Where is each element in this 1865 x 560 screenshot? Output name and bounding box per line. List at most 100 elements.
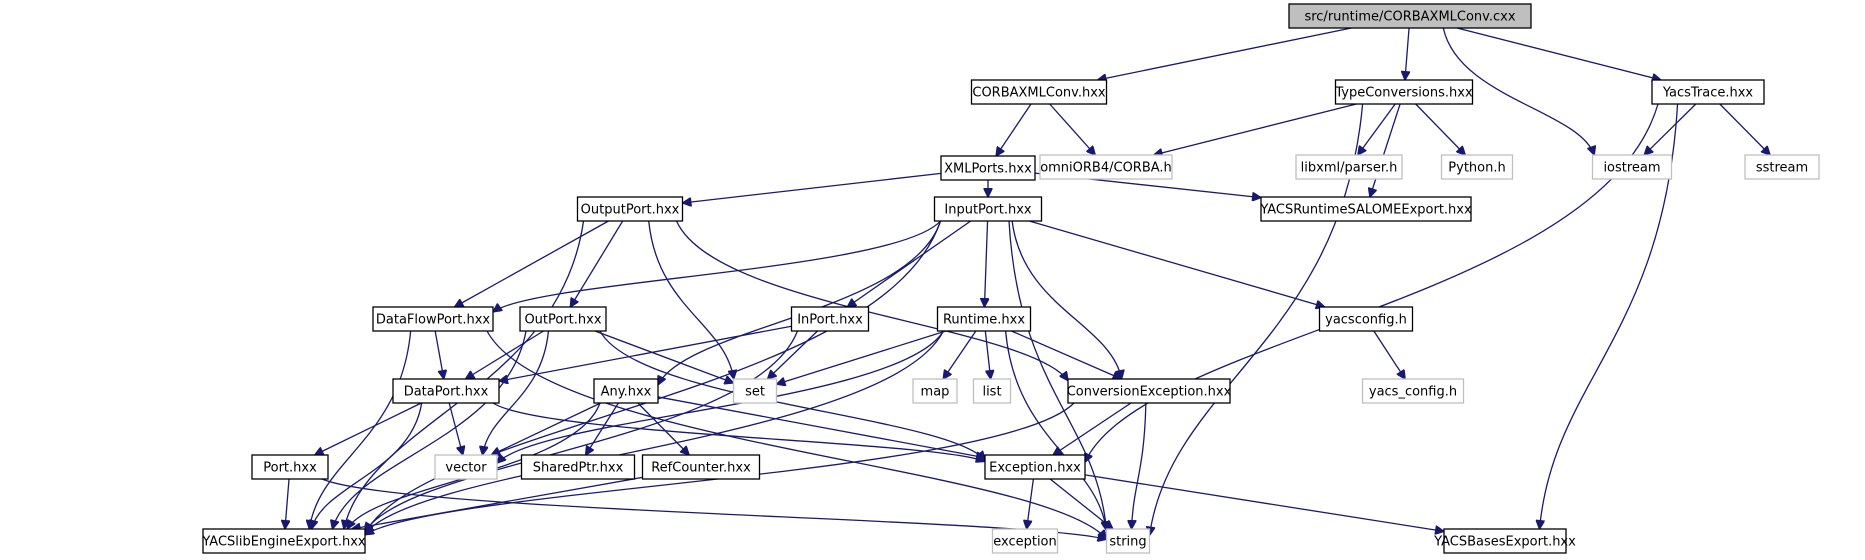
edge-runtime-to-list [984,330,990,379]
edge-exception-hxx-to-string [1049,478,1113,529]
node-label: YACSlibEngineExport.hxx [201,535,366,550]
node-label: YACSBasesExport.hxx [1433,535,1576,550]
node-box [1334,79,1474,105]
node-root[interactable]: src/runtime/CORBAXMLConv.cxx [1288,3,1532,29]
node-label: set [745,385,765,400]
node-label: yacs_config.h [1369,385,1457,400]
node-label: list [982,385,1001,400]
node-box [641,454,761,480]
node-label: RefCounter.hxx [651,461,751,476]
edge-runtime-to-map [943,330,977,379]
edge-outputport-to-yacslibengine [344,220,585,529]
edge-yacstrace-to-sstream [1719,103,1770,155]
node-label: string [1109,535,1146,550]
node-yacs-config: yacs_config.h [1361,378,1465,404]
node-label: YACSRuntimeSALOMEExport.hxx [1259,203,1472,218]
node-yacsbases[interactable]: YACSBasesExport.hxx [1433,528,1576,554]
edge-dataflowport-to-string [486,330,1107,539]
node-omniorb: omniORB4/CORBA.h [1039,154,1173,180]
node-label: Any.hxx [601,385,652,400]
node-box [202,528,366,554]
node-box [434,454,498,480]
node-label: src/runtime/CORBAXMLConv.cxx [1304,10,1515,25]
node-port[interactable]: Port.hxx [251,454,329,480]
node-dataflowport[interactable]: DataFlowPort.hxx [372,306,494,332]
edge-outputport-to-dataflowport [454,220,609,307]
edge-port-to-yacslibengine [285,478,289,529]
node-sharedptr[interactable]: SharedPtr.hxx [520,454,636,480]
node-inport[interactable]: InPort.hxx [790,306,870,332]
node-box [984,454,1086,480]
edge-yacsconfig-to-yacs-config [1373,330,1405,379]
edge-dataflowport-to-dataport [434,330,444,379]
edge-typeconversions-to-yacsruntimesalome [1370,103,1401,197]
node-box [1295,154,1403,180]
node-map: map [912,378,958,404]
edge-inport-to-set [768,330,818,379]
edge-typeconversions-to-python [1415,103,1466,155]
node-label: YacsTrace.hxx [1662,86,1754,101]
node-outport[interactable]: OutPort.hxx [519,306,607,332]
node-label: Python.h [1448,161,1505,176]
node-set: set [732,378,778,404]
node-label: map [921,385,950,400]
node-exception-hxx[interactable]: Exception.hxx [984,454,1086,480]
node-dataport[interactable]: DataPort.hxx [392,378,500,404]
node-outputport[interactable]: OutputPort.hxx [576,196,684,222]
node-box [912,378,958,404]
edge-root-to-yacstrace [1456,27,1661,80]
node-refcounter[interactable]: RefCounter.hxx [641,454,761,480]
node-inputport[interactable]: InputPort.hxx [933,196,1043,222]
node-box [1067,378,1231,404]
node-yacsruntimesalome[interactable]: YACSRuntimeSALOMEExport.hxx [1259,196,1472,222]
node-box [1651,79,1765,105]
node-runtime[interactable]: Runtime.hxx [936,306,1032,332]
node-corbaxmlconv-hxx[interactable]: CORBAXMLConv.hxx [970,79,1108,105]
edge-dataport-to-vector [448,402,463,455]
node-box [593,378,659,404]
node-yacslibengine[interactable]: YACSlibEngineExport.hxx [201,528,366,554]
edge-inputport-to-inport [847,220,972,307]
node-label: omniORB4/CORBA.h [1040,161,1172,176]
node-iostream: iostream [1591,154,1673,180]
node-label: CORBAXMLConv.hxx [972,86,1106,101]
node-label: sstream [1756,161,1808,176]
node-box [991,528,1059,554]
edge-inputport-to-string [1008,220,1107,530]
node-box [970,79,1108,105]
edge-inport-to-yacslibengine [365,330,799,532]
node-box [1744,154,1820,180]
node-label: OutPort.hxx [524,313,601,328]
node-label: OutputPort.hxx [581,203,680,218]
node-yacstrace[interactable]: YacsTrace.hxx [1651,79,1765,105]
node-box [251,454,329,480]
node-sstream: sstream [1744,154,1820,180]
node-box [1260,196,1472,222]
edge-outport-to-vector [482,330,550,455]
node-box [1591,154,1673,180]
node-conversionexception[interactable]: ConversionException.hxx [1067,378,1232,404]
node-box [972,378,1012,404]
node-box [1288,3,1532,29]
node-label: Port.hxx [263,461,317,476]
edge-outport-to-dataport [466,330,544,379]
node-xmlports[interactable]: XMLPorts.hxx [940,155,1036,181]
edge-refcounter-to-yacslibengine [352,476,643,529]
edge-outport-to-set [594,330,734,383]
edge-root-to-iostream [1442,27,1594,155]
node-box [940,155,1036,181]
edge-outport-to-yacslibengine [332,330,527,529]
node-box [732,378,778,404]
edge-typeconversions-to-libxml [1358,103,1396,155]
node-yacsconfig[interactable]: yacsconfig.h [1318,306,1414,332]
node-any[interactable]: Any.hxx [593,378,659,404]
node-box [936,306,1032,332]
node-typeconversions[interactable]: TypeConversions.hxx [1334,79,1474,105]
node-label: DataFlowPort.hxx [376,313,491,328]
edge-any-to-exception-hxx [657,396,985,458]
node-box [790,306,870,332]
edge-inputport-to-conversionexception [1011,220,1121,379]
edge-conversionexception-to-exception-hxx [1053,402,1132,455]
edge-runtime-to-conversionexception [1011,330,1122,379]
edge-outputport-to-set [648,220,734,379]
